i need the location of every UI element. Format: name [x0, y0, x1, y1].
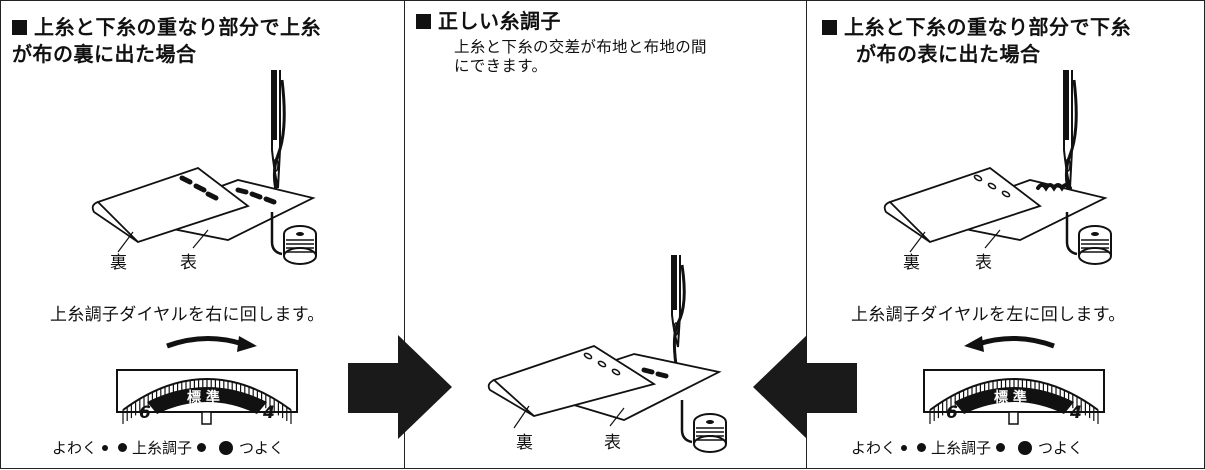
right-title: 上糸と下糸の重なり部分で下糸 が布の表に出た場合	[822, 14, 1131, 68]
label-omote: 表	[604, 433, 621, 453]
svg-text:標 準: 標 準	[994, 389, 1027, 406]
center-desc: 上糸と下糸の交差が布地と布地の間 にできます。	[454, 38, 707, 75]
label-ura: 裏	[110, 253, 127, 273]
bobbin-icon	[680, 400, 727, 453]
left-scale: よわく上糸調子つよく	[52, 439, 285, 457]
bobbin-icon	[270, 212, 317, 265]
rotate-arrow-icon	[237, 336, 257, 352]
panel-divider-left	[404, 0, 405, 469]
dial-icon: 標 準 6 4	[923, 335, 1105, 425]
panel-divider-right	[806, 0, 807, 469]
label-omote: 表	[180, 253, 197, 273]
left-instruction: 上糸調子ダイヤルを右に回します。	[50, 305, 325, 325]
center-title: 正しい糸調子	[416, 8, 561, 35]
needle-icon	[1063, 70, 1078, 191]
right-scale: よわく上糸調子つよく	[851, 439, 1084, 457]
right-instruction: 上糸調子ダイヤルを左に回します。	[851, 305, 1126, 325]
square-bullet-icon	[822, 20, 837, 35]
bobbin-icon	[1065, 212, 1112, 265]
svg-text:標 準: 標 準	[187, 389, 220, 406]
needle-icon	[671, 255, 686, 366]
needle-icon	[271, 70, 286, 191]
dial-icon: 標 準 6 4	[116, 335, 298, 425]
svg-text:6: 6	[946, 403, 958, 423]
square-bullet-icon	[416, 14, 431, 29]
fabric-icon	[487, 345, 722, 429]
label-omote: 表	[975, 253, 992, 273]
big-arrow-icon	[348, 335, 452, 439]
svg-text:6: 6	[139, 403, 151, 423]
svg-text:4: 4	[1069, 403, 1082, 423]
left-title: 上糸と下糸の重なり部分で上糸 が布の裏に出た場合	[12, 15, 321, 66]
fabric-icon	[883, 166, 1108, 253]
label-ura: 裏	[516, 433, 533, 453]
fabric-icon	[91, 166, 316, 253]
rotate-arrow-icon	[964, 336, 984, 352]
square-bullet-icon	[12, 20, 27, 35]
label-ura: 裏	[903, 253, 920, 273]
svg-text:4: 4	[262, 403, 275, 423]
big-arrow-icon	[753, 335, 857, 439]
